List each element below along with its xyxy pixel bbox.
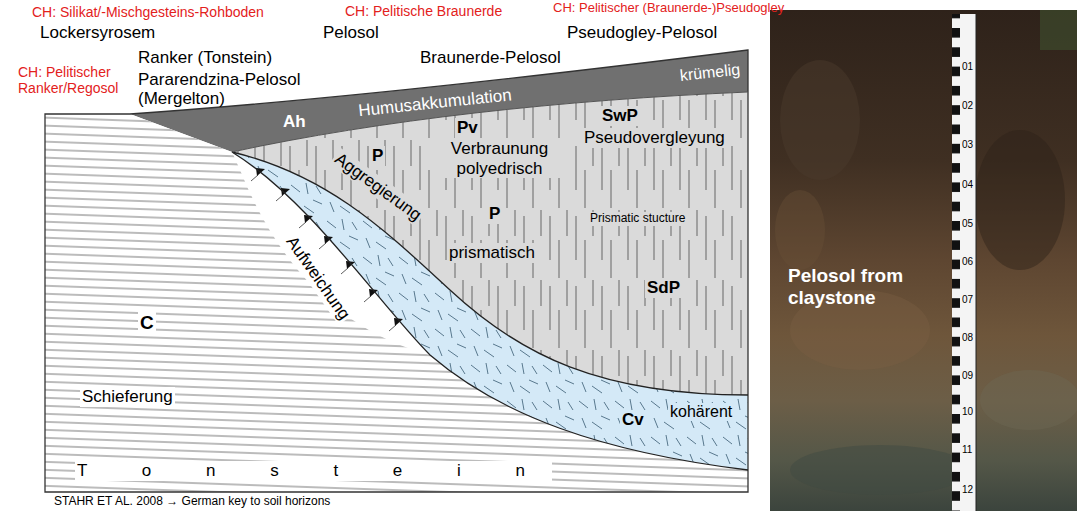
ruler-number: 12 [962, 484, 973, 496]
soil-type-name: Braunerde-Pelosol [420, 48, 561, 68]
horizon-symbol: P [487, 204, 502, 224]
structure-label: Schieferung [80, 387, 175, 407]
process-label: Verbraunung polyedrisch [430, 139, 569, 178]
ruler-number: 09 [962, 370, 973, 382]
citation: STAHR ET AL. 2008 → German key to soil h… [52, 495, 332, 509]
soil-type-name: Pelosol [323, 23, 379, 43]
structure-label: kohärent [668, 403, 734, 421]
ruler-number: 05 [962, 218, 973, 230]
soil-type-name: Ranker (Tonstein) [138, 48, 272, 68]
c-horizon-region-shape [45, 114, 748, 492]
ruler-number: 10 [962, 406, 973, 418]
structure-note: Prismatic stucture [588, 212, 687, 226]
soil-type-name: Pararendzina-Pelosol [138, 70, 301, 90]
ruler-number: 02 [962, 100, 973, 112]
horizon-symbol: C [138, 312, 156, 334]
ch-soil-name: CH: Pelitischer Ranker/Regosol [18, 64, 136, 96]
ruler-number: 11 [962, 444, 972, 456]
horizon-symbol: SwP [600, 106, 640, 126]
process-label: Pseudovergleyung [582, 128, 727, 148]
ruler-number: 06 [962, 256, 973, 268]
soil-type-name: Lockersyrosem [40, 23, 155, 43]
horizon-symbol: P [370, 146, 385, 166]
ch-soil-name: CH: Pelitische Braunerde [345, 3, 502, 19]
soil-type-name: Pseudogley-Pelosol [567, 23, 717, 43]
photo-caption: Pelosol from claystone [788, 265, 938, 309]
horizon-symbol: Ah [283, 112, 306, 132]
horizon-symbol: Pv [455, 118, 480, 138]
ruler-number: 03 [962, 139, 973, 151]
parent-material: (Mergelton) [138, 89, 225, 109]
c-horizon-region: CAufweichungSchieferungT o n s t e i n [45, 114, 748, 492]
rock-name: T o n s t e i n [75, 461, 552, 481]
ch-soil-name: CH: Silikat/-Mischgesteins-Rohboden [32, 4, 264, 20]
ruler-number: 07 [962, 294, 973, 306]
horizon-symbol: Cv [620, 410, 646, 430]
ruler-number: 01 [962, 61, 973, 73]
ruler-number: 08 [962, 332, 973, 344]
ruler-number: 04 [962, 179, 973, 191]
ch-soil-name: CH: Pelitischer (Braunerde-)Pseudogley [553, 1, 784, 16]
structure-label: prismatisch [447, 243, 537, 263]
horizon-symbol: SdP [645, 278, 682, 298]
